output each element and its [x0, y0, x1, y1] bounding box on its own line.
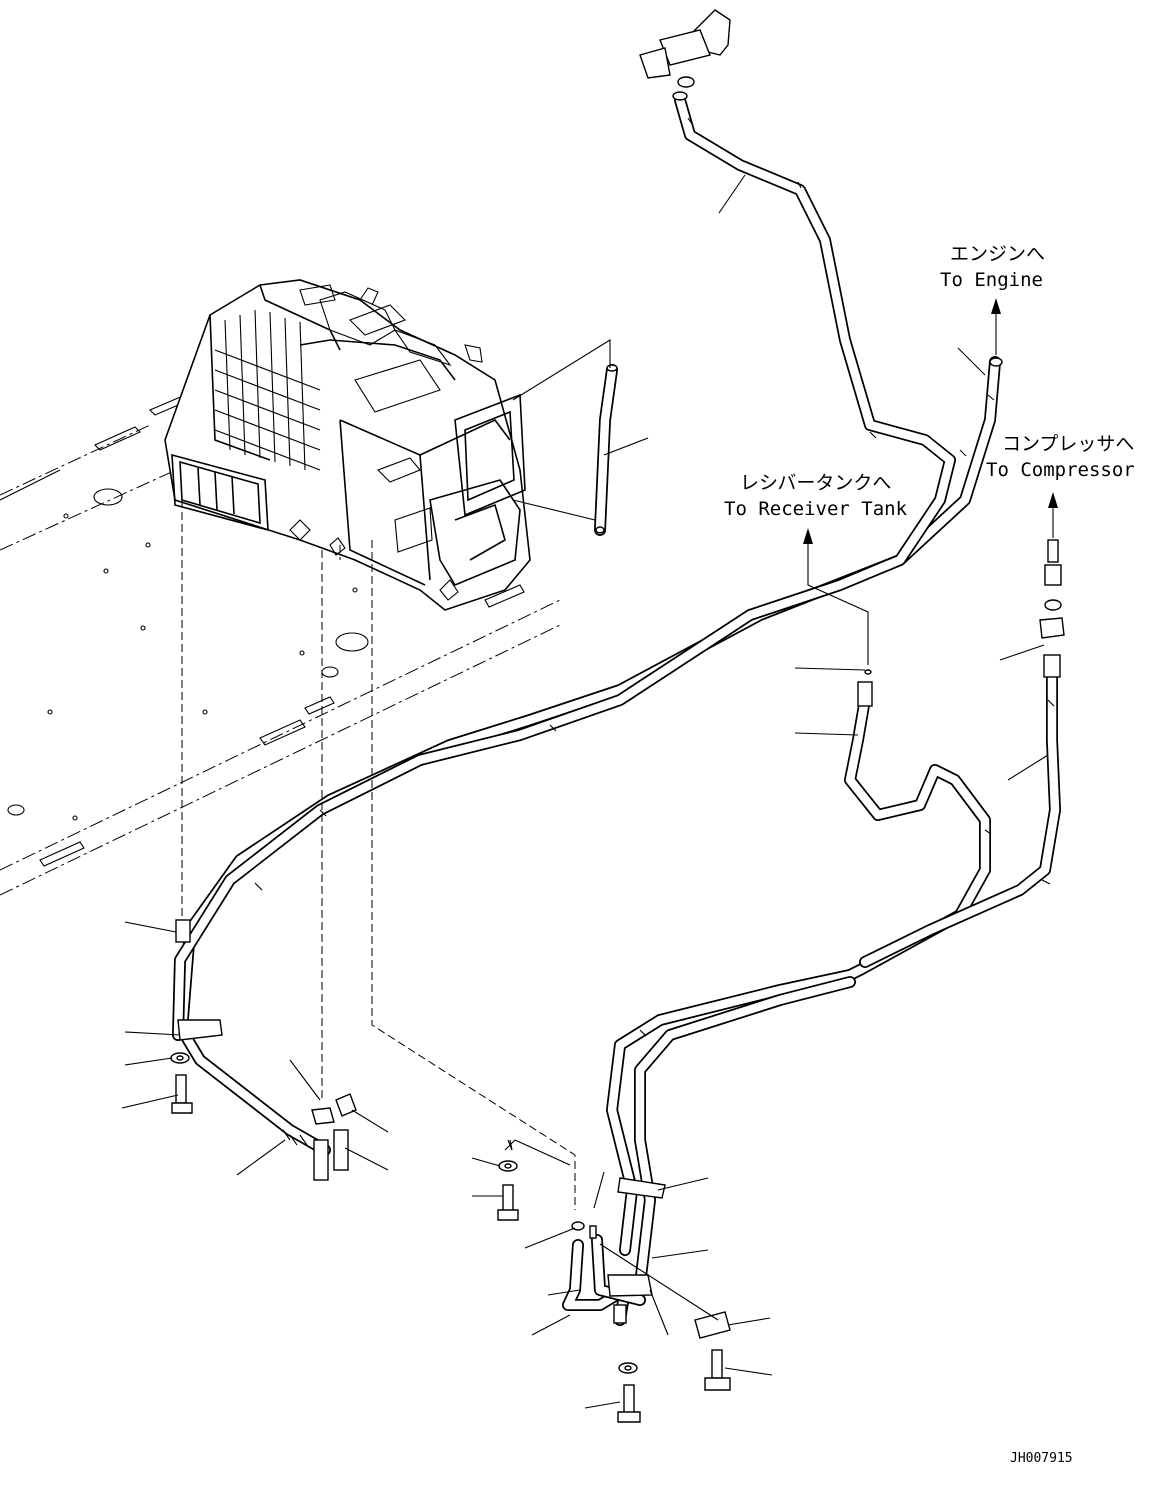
compressor-fitting	[1039, 539, 1065, 678]
air-conditioner-unit	[164, 279, 531, 611]
engine-label-en: To Engine	[940, 269, 1043, 291]
compressor-label-en: To Compressor	[986, 459, 1135, 481]
arrow-to-engine	[991, 298, 1001, 355]
engine-hose-end	[989, 357, 1003, 367]
lower-clamp-parts	[497, 1160, 731, 1423]
dashed-links	[181, 339, 869, 1210]
engine-label-jp: エンジンへ	[950, 243, 1045, 265]
receiver-tank-hose	[606, 699, 991, 1256]
top-hose-fitting	[639, 9, 731, 101]
compressor-hose	[634, 664, 1061, 1291]
drawing-code: JH007915	[1010, 1451, 1073, 1466]
main-hose-to-engine	[176, 356, 1001, 1156]
upper-hose	[172, 94, 956, 1041]
receiver-label-en: To Receiver Tank	[724, 498, 908, 520]
receiver-label-jp: レシバータンクへ	[740, 472, 891, 494]
arrow-to-receiver-tank	[803, 528, 813, 550]
arrow-to-compressor	[1048, 492, 1058, 538]
leader-lines	[121, 174, 1049, 1409]
compressor-label-jp: コンプレッサへ	[1002, 433, 1134, 455]
short-pipe	[594, 364, 618, 536]
receiver-fitting	[857, 669, 873, 707]
unit-grid-detail	[214, 284, 483, 601]
hose-marks	[254, 117, 1055, 1146]
